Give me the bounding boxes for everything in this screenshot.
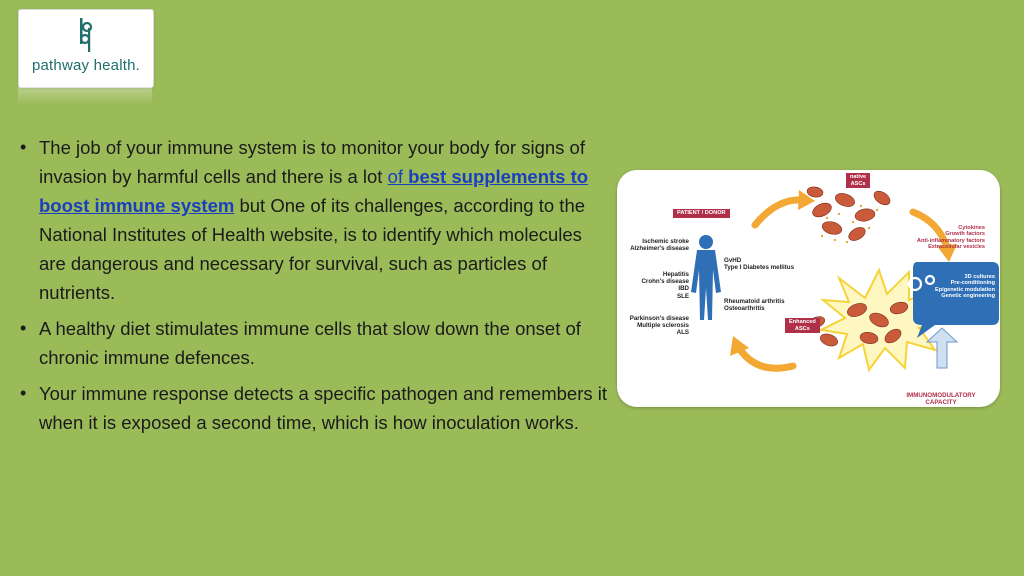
supplements-link[interactable]: best supplements to boost immune system — [39, 166, 589, 216]
diseases-label-2: Hepatitis Crohn's disease IBD SLE — [641, 271, 689, 300]
logo-reflection — [18, 86, 152, 104]
factors-label: Cytokines Growth factors Anti-inflammato… — [916, 225, 985, 251]
bullet-text: The job of your immune system is to moni… — [39, 137, 585, 187]
enhanced-cells-icon — [847, 301, 909, 344]
enhanced-ascs-tag: Enhanced ASCs — [785, 318, 820, 333]
bullet-text: Your immune response detects a specific … — [39, 383, 607, 433]
human-figure-icon — [691, 235, 721, 320]
capacity-arrow-icon — [925, 327, 959, 369]
capacity-label: IMMUNOMODULATORY CAPACITY — [906, 392, 976, 407]
supplements-link-lead[interactable]: of — [387, 166, 409, 187]
bullet-text-continued: but One of its challenges, according to … — [39, 195, 586, 303]
bullet-list: • The job of your immune system is to mo… — [20, 133, 610, 444]
arrow-head — [937, 244, 957, 262]
arrow-right-icon — [751, 196, 807, 229]
bullet-text: A healthy diet stimulates immune cells t… — [39, 318, 581, 368]
bullet-item-2: • A healthy diet stimulates immune cells… — [20, 314, 610, 372]
bullet-item-3: • Your immune response detects a specifi… — [20, 379, 610, 437]
pathway-logo-icon — [79, 18, 93, 52]
logo: pathway health. — [18, 9, 154, 88]
patient-donor-tag: PATIENT / DONOR — [673, 209, 730, 218]
diseases-label-5: Rheumatoid arthritis Osteoarthritis — [724, 298, 785, 313]
diseases-label-1: Ischemic stroke Alzheimer's disease — [630, 238, 689, 253]
native-cells-icon — [806, 186, 891, 241]
diseases-label-4: GvHD Type I Diabetes mellitus — [724, 257, 795, 272]
bullet-dot: • — [20, 318, 27, 338]
immune-cells-diagram: PATIENT / DONOR native ASCs Enhanced ASC… — [617, 170, 1000, 407]
diseases-label-3: Parkinson's disease Multiple sclerosis A… — [629, 315, 689, 337]
bullet-dot: • — [20, 383, 27, 403]
bullet-item-1: • The job of your immune system is to mo… — [20, 133, 610, 307]
arrow-left-icon — [735, 344, 797, 372]
secreted-factors-icon — [820, 204, 879, 244]
logo-text: pathway health. — [31, 57, 141, 74]
methods-label: 3D cultures Pre-conditioning Epigenetic … — [935, 274, 995, 300]
arrow-head — [730, 336, 749, 356]
bullet-dot: • — [20, 137, 27, 157]
gears-icon — [907, 274, 936, 292]
arrow-down-icon — [909, 208, 951, 252]
arrow-head — [798, 190, 815, 210]
native-ascs-tag: native ASCs — [846, 173, 871, 188]
diagram-graphics — [691, 186, 999, 373]
